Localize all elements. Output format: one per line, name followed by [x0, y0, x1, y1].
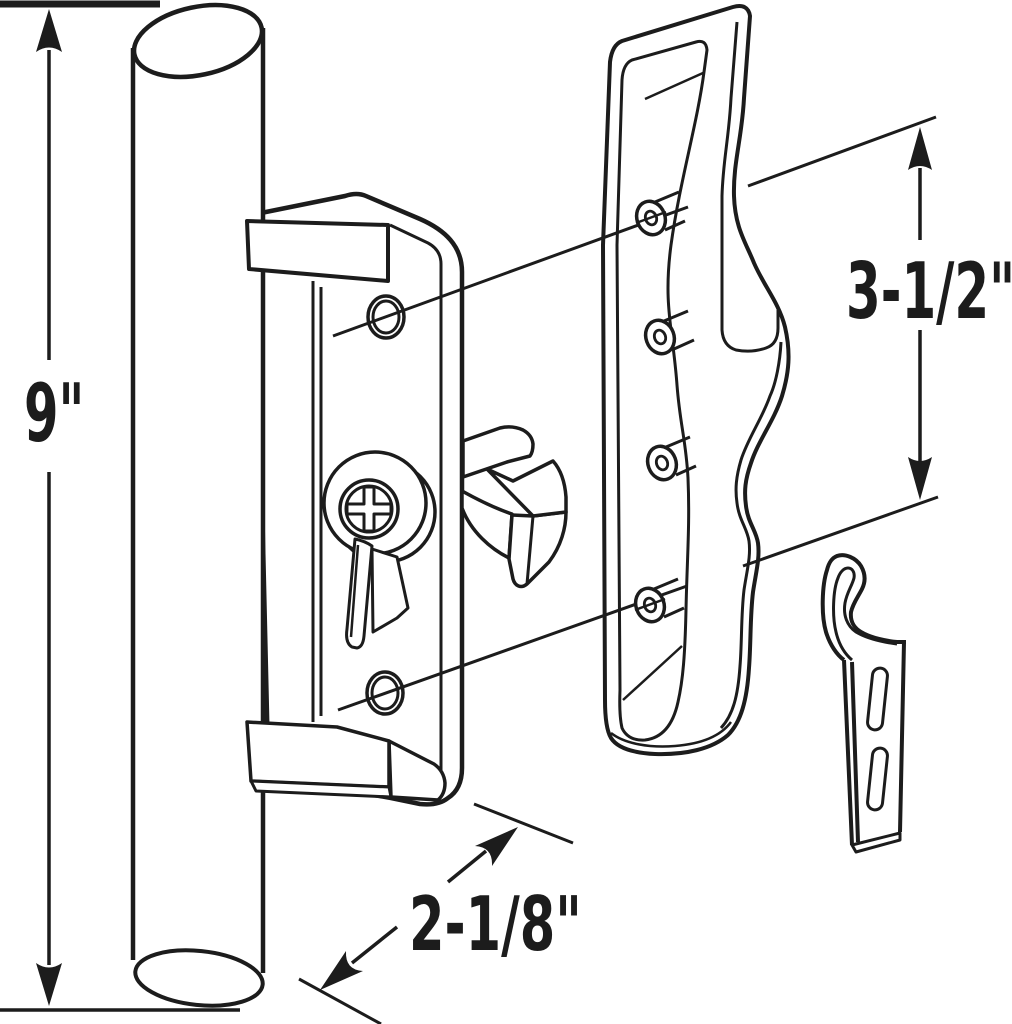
projection-line-bottom	[337, 495, 939, 712]
extension-line-upper	[473, 802, 574, 845]
dimension-label-3-5in: 3-1/2"	[846, 247, 1012, 338]
boss-4	[633, 577, 685, 624]
boss-2	[643, 309, 695, 356]
bracket-outline	[601, 4, 791, 757]
arrowhead-upper-icon	[475, 827, 518, 866]
arm-top	[245, 219, 390, 283]
boss-3	[645, 435, 697, 482]
arrow-shaft-upper	[446, 849, 488, 884]
plate-left-edge	[311, 281, 323, 722]
clip-hook-inner	[832, 566, 898, 662]
latch-hook	[460, 425, 568, 589]
projection-line-top	[332, 115, 937, 338]
hook-under-facet	[507, 510, 568, 589]
arm-bottom	[245, 720, 391, 789]
arrow-shaft-lower	[350, 925, 399, 965]
clip-slot-2	[866, 746, 889, 812]
clip-body	[842, 641, 906, 846]
bracket-band-inner-lower	[719, 341, 783, 730]
bracket-creases	[622, 71, 704, 701]
arm-bottom-strip	[249, 779, 393, 799]
bracket-bottom-strip	[610, 721, 733, 748]
phillips-screw-icon	[345, 485, 393, 533]
cylinder-sides	[130, 28, 266, 973]
mounting-arms	[245, 219, 447, 802]
dimension-label-2-1-8in: 2-1/8"	[409, 881, 582, 969]
hook-upper-band	[461, 425, 535, 479]
clip-bottom	[850, 831, 902, 854]
dimension-hole-spacing	[908, 127, 932, 500]
extension-line-lower	[298, 977, 382, 1024]
bracket-bosses	[633, 190, 697, 624]
thumbturn-tab-crease	[349, 544, 360, 638]
thumbturn-blade	[370, 547, 410, 634]
dimension-latch-depth	[298, 802, 574, 1024]
screw-bottom-outer	[365, 670, 405, 716]
boss-1	[634, 190, 686, 237]
arrowhead-up-icon	[908, 127, 932, 170]
hook-under-crease	[525, 515, 535, 585]
arrowhead-down-icon	[908, 457, 932, 500]
arrowhead-down-icon	[36, 963, 62, 1006]
clip-slot-1	[866, 666, 889, 732]
screw-bottom-inner	[370, 675, 400, 711]
arrowhead-up-icon	[36, 9, 62, 52]
cylinder-body	[133, 30, 263, 1000]
projection-lines	[332, 115, 939, 712]
arm-bottom-wedge	[387, 739, 447, 802]
plate-screws	[365, 294, 406, 716]
dimension-label-9in: 9"	[24, 366, 84, 460]
lock-rosette	[322, 450, 437, 650]
hook-head-face	[485, 459, 568, 518]
bracket-band-inner-upper	[720, 21, 780, 353]
arrowhead-lower-icon	[320, 951, 363, 990]
dimension-handle-height	[0, 0, 240, 1012]
clip-hook-outer	[820, 553, 906, 662]
screw-top-outer	[366, 294, 406, 340]
mounting-clip	[820, 553, 906, 854]
cylinder-bottom	[133, 948, 265, 1008]
handle-cylinder	[130, 2, 266, 1008]
screw-top-inner	[371, 299, 401, 335]
